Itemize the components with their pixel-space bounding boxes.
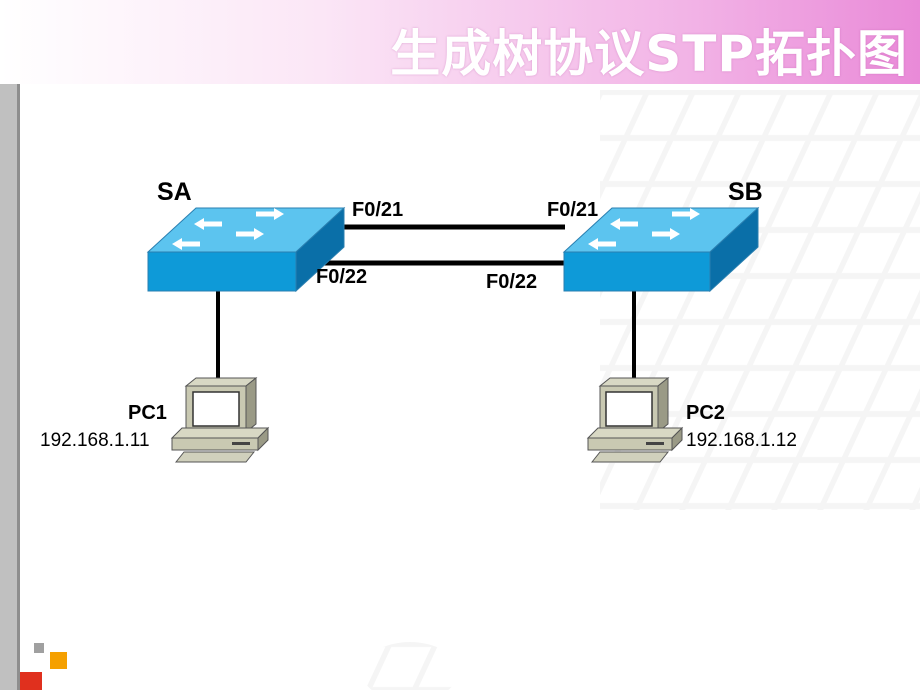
switch-sa-label: SA	[157, 178, 192, 206]
pc1-label: PC1	[128, 402, 167, 424]
left-strip-shade	[17, 84, 20, 690]
left-strip	[0, 84, 20, 690]
title-bar: 生成树协议STP拓扑图	[0, 0, 920, 84]
pc1-ip-label: 192.168.1.11	[40, 430, 150, 451]
switch-sa-icon[interactable]	[146, 206, 346, 293]
deco-square-orange	[50, 652, 67, 669]
sa-port-f022-label: F0/22	[316, 266, 368, 288]
deco-square-red	[20, 672, 42, 690]
switch-sb-icon[interactable]	[562, 206, 760, 293]
pc1-icon[interactable]	[170, 376, 270, 463]
sa-port-f021-label: F0/21	[352, 199, 404, 221]
switch-sb-label: SB	[728, 178, 763, 206]
sb-port-f022-label: F0/22	[486, 271, 538, 293]
pc2-ip-label: 192.168.1.12	[686, 430, 797, 451]
sb-port-f021-label: F0/21	[547, 199, 599, 221]
deco-square-gray	[34, 643, 44, 653]
pc2-label: PC2	[686, 402, 725, 424]
pc2-icon[interactable]	[586, 376, 684, 463]
page-title: 生成树协议STP拓扑图	[390, 25, 908, 83]
